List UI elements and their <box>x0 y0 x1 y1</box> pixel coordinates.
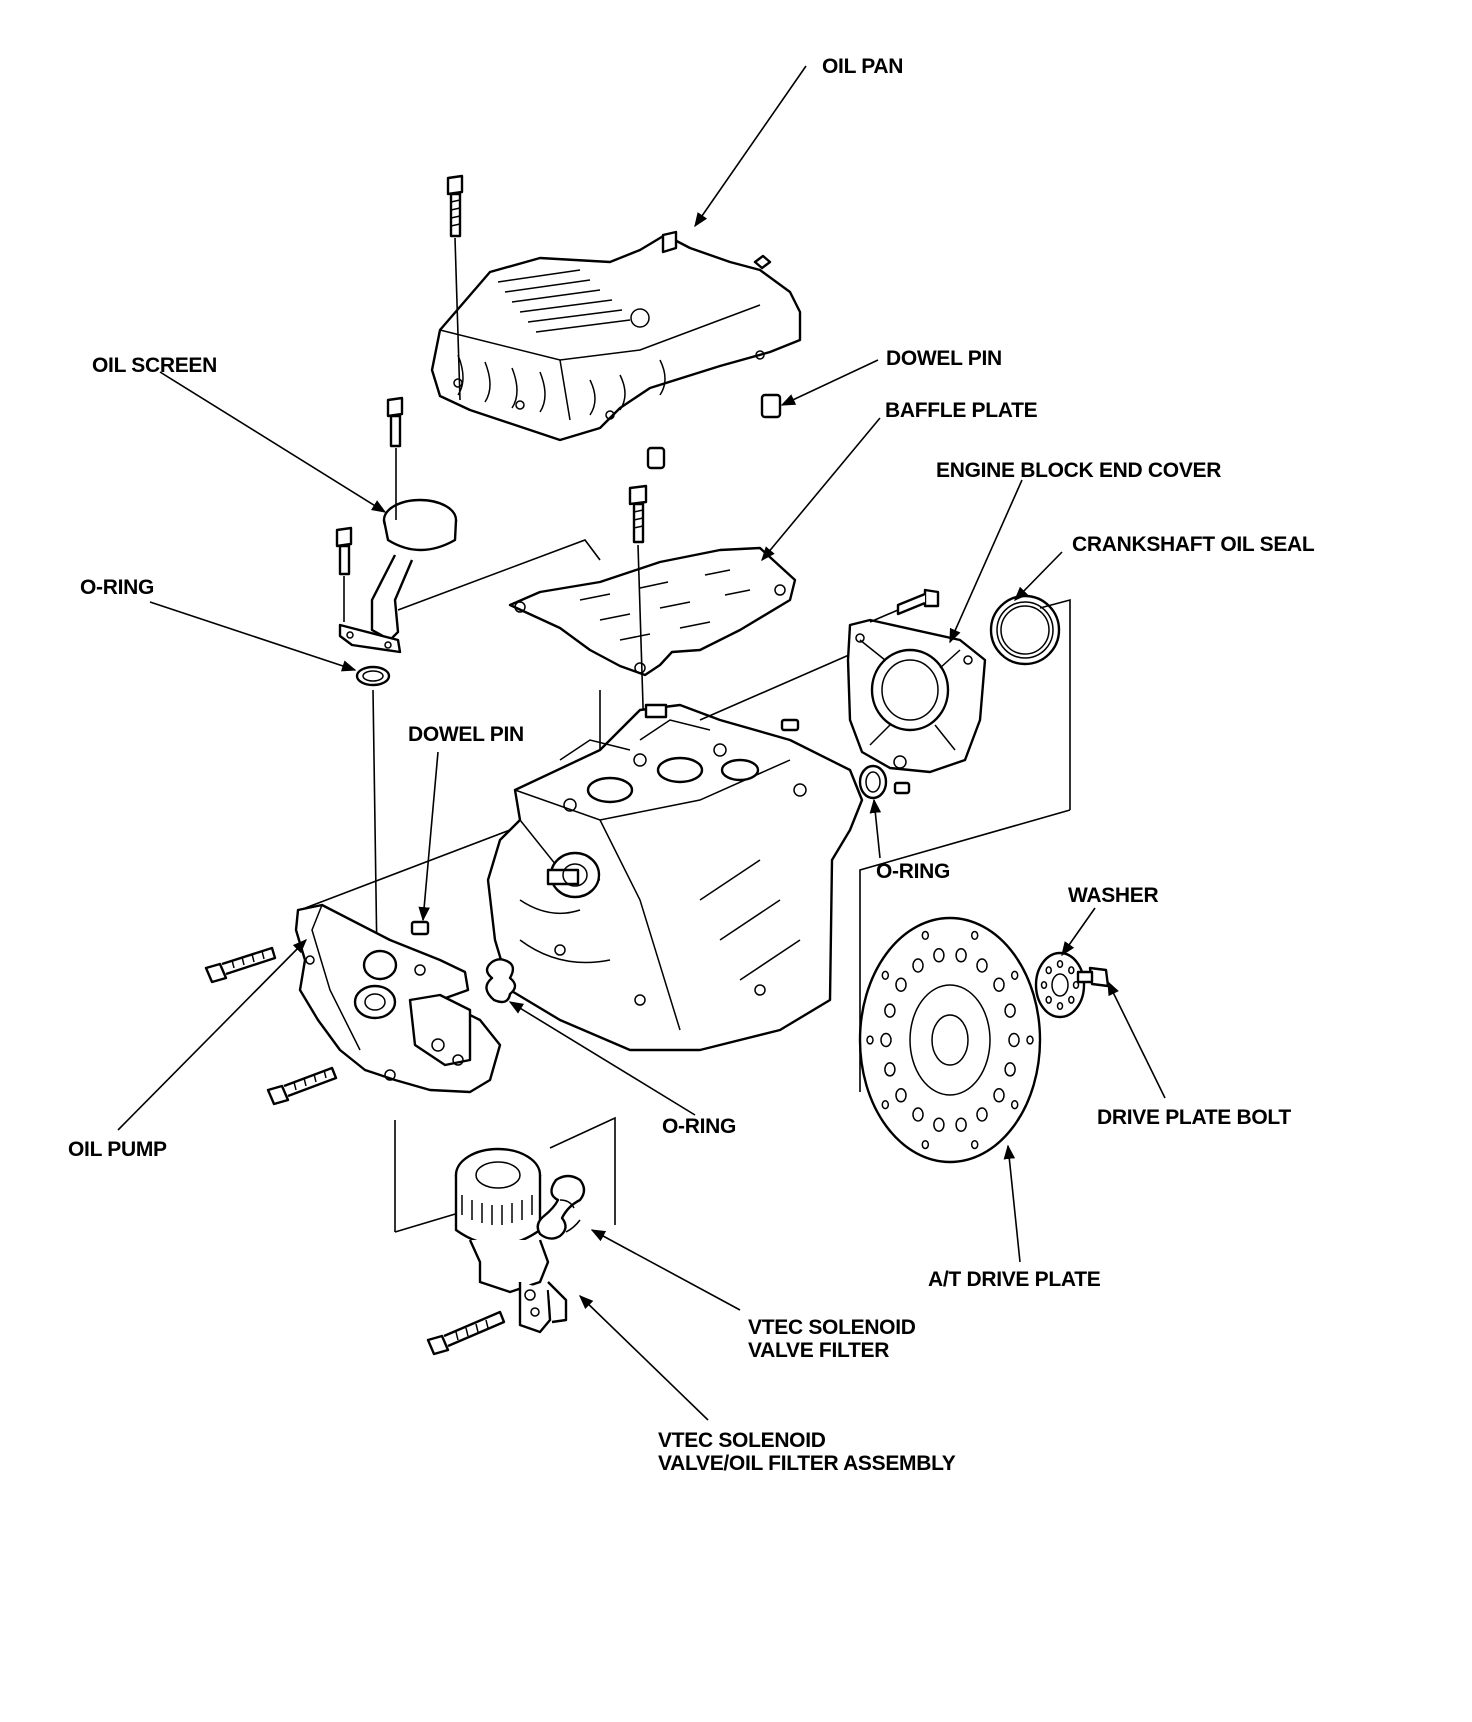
label-drive-plate-bolt: DRIVE PLATE BOLT <box>1097 1106 1291 1129</box>
drive-plate-hole <box>1004 1062 1016 1077</box>
drive-plate-rim-hole <box>970 930 979 941</box>
drive-plate-hole <box>955 1117 967 1132</box>
oil-screen-bolt-b <box>335 526 353 622</box>
label-vtec-filter-line2: VALVE FILTER <box>748 1339 889 1362</box>
label-washer: WASHER <box>1068 884 1159 907</box>
drive-plate-rim-hole <box>866 1035 874 1045</box>
engine-block <box>486 703 864 1052</box>
oil-filter-bolt <box>426 1310 506 1356</box>
drive-plate-hole <box>993 977 1005 992</box>
o-ring-pump <box>485 958 517 1004</box>
drive-plate-hole <box>884 1003 896 1018</box>
end-cover-bolt <box>869 588 940 623</box>
drive-plate-hole <box>933 1117 945 1132</box>
drive-plate-hole <box>895 977 907 992</box>
dowel-pin-top-right <box>760 393 782 419</box>
drive-plate-rim-hole <box>970 1139 979 1150</box>
oil-pump-bolt-upper <box>204 946 277 984</box>
vtec-solenoid-valve-filter <box>536 1174 586 1240</box>
washer-hole <box>1040 980 1048 990</box>
drive-plate-rim-hole <box>921 1139 930 1150</box>
washer <box>1034 951 1086 1019</box>
label-dowel-pin-mid: DOWEL PIN <box>408 723 524 746</box>
leader-lines <box>117 65 1166 1421</box>
washer-hole <box>1068 995 1075 1004</box>
oil-screen-bolt-a <box>386 396 404 520</box>
label-engine-block-end-cover: ENGINE BLOCK END COVER <box>936 459 1221 482</box>
drive-plate-hole <box>912 1107 924 1122</box>
oil-filter-assembly <box>454 1147 568 1334</box>
o-ring-end-cover <box>858 764 888 800</box>
oil-pan-bolt <box>446 174 464 401</box>
label-at-drive-plate: A/T DRIVE PLATE <box>928 1268 1101 1291</box>
label-crankshaft-oil-seal: CRANKSHAFT OIL SEAL <box>1072 533 1315 556</box>
baffle-plate <box>508 546 797 677</box>
drive-plate-rim-hole <box>1010 1100 1019 1110</box>
label-dowel-pin-top: DOWEL PIN <box>886 347 1002 370</box>
crankshaft-oil-seal <box>989 594 1061 666</box>
at-drive-plate <box>858 916 1042 1164</box>
drive-plate-rim-hole <box>881 970 890 980</box>
engine-block-end-cover <box>846 618 987 774</box>
drive-plate-hole <box>912 958 924 973</box>
label-vtec-assembly-line1: VTEC SOLENOID <box>658 1429 826 1452</box>
dowel-pin-block-left <box>410 920 430 936</box>
drive-plate-hole <box>1004 1003 1016 1018</box>
oil-pump-bolt-lower <box>266 1066 338 1106</box>
washer-hole <box>1072 980 1080 990</box>
drive-plate-rim-hole <box>1026 1035 1034 1045</box>
drive-plate-hole <box>976 1107 988 1122</box>
label-oil-pump: OIL PUMP <box>68 1138 167 1161</box>
drive-plate-rim-hole <box>881 1100 890 1110</box>
washer-hole <box>1056 1001 1064 1011</box>
washer-hole <box>1056 959 1064 969</box>
dowel-pin-block-right <box>780 718 800 732</box>
drive-plate-hole <box>933 948 945 963</box>
drive-plate-hole <box>976 958 988 973</box>
label-o-ring-bottom: O-RING <box>662 1115 736 1138</box>
drive-plate-rim-hole <box>921 930 930 941</box>
drive-plate-rim-hole <box>1010 970 1019 980</box>
drive-plate-hole <box>1008 1032 1020 1048</box>
dowel-pin-block-right-b <box>893 781 911 795</box>
label-o-ring-right: O-RING <box>876 860 950 883</box>
drive-plate-hole <box>955 948 967 963</box>
oil-pump <box>294 903 502 1094</box>
drive-plate-hole <box>895 1088 907 1103</box>
washer-hole <box>1045 995 1052 1004</box>
label-o-ring-left: O-RING <box>80 576 154 599</box>
drive-plate-hole <box>880 1032 892 1048</box>
dowel-pin-top-center <box>646 446 666 470</box>
washer-hole <box>1068 966 1075 975</box>
oil-screen <box>338 498 458 654</box>
o-ring-screen <box>355 665 391 687</box>
oil-pan <box>430 230 802 442</box>
washer-hole <box>1045 966 1052 975</box>
label-vtec-filter-line1: VTEC SOLENOID <box>748 1316 916 1339</box>
label-oil-screen: OIL SCREEN <box>92 354 217 377</box>
drive-plate-hole <box>884 1062 896 1077</box>
label-baffle-plate: BAFFLE PLATE <box>885 399 1038 422</box>
label-oil-pan: OIL PAN <box>822 55 903 78</box>
drive-plate-hole <box>993 1088 1005 1103</box>
label-vtec-assembly-line2: VALVE/OIL FILTER ASSEMBLY <box>658 1452 956 1475</box>
